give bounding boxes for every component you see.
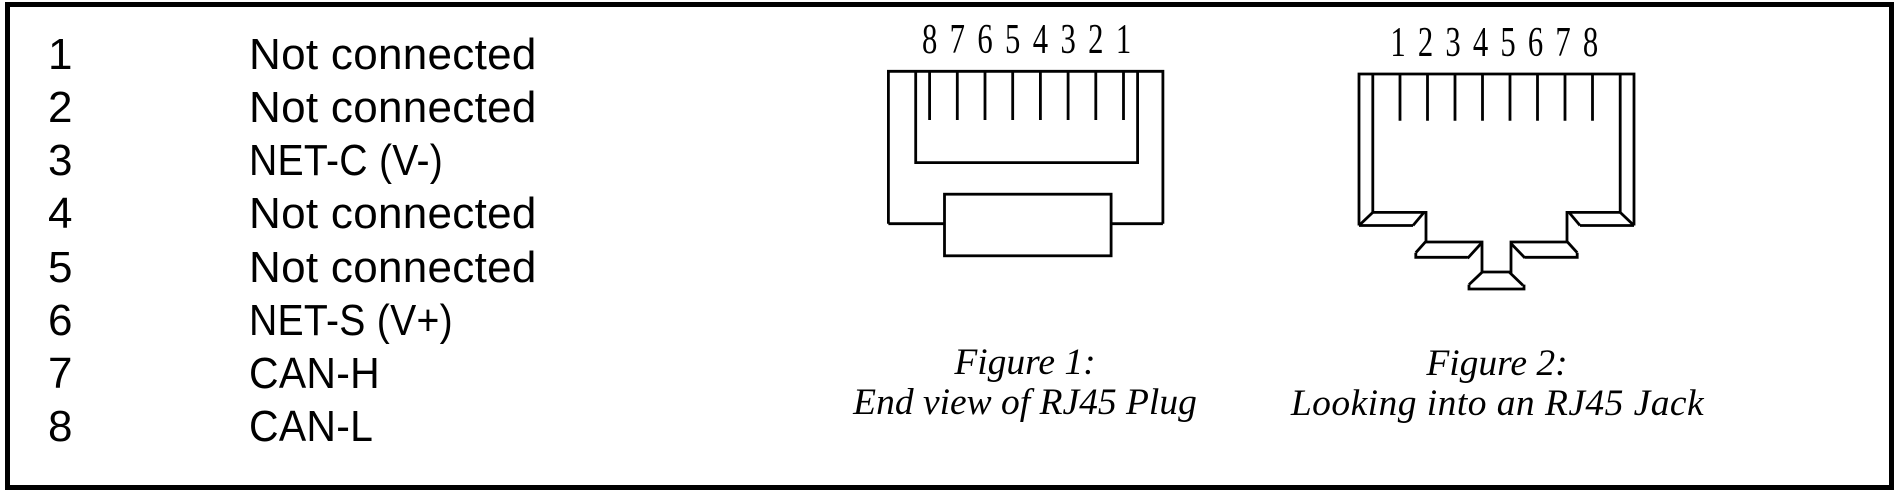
svg-text:Looking into an RJ45 Jack: Looking into an RJ45 Jack (1290, 383, 1705, 424)
svg-text:6: 6 (977, 15, 992, 62)
svg-text:8: 8 (922, 15, 937, 62)
svg-text:1: 1 (1116, 15, 1131, 62)
svg-text:4: 4 (1033, 15, 1048, 62)
svg-text:Figure 2:: Figure 2: (1425, 343, 1567, 384)
svg-text:1: 1 (1390, 18, 1405, 65)
svg-text:3: 3 (1060, 15, 1075, 62)
svg-text:2: 2 (1088, 15, 1103, 62)
svg-text:Figure 1:: Figure 1: (953, 342, 1095, 383)
svg-text:8: 8 (1583, 18, 1598, 65)
svg-text:7: 7 (1555, 18, 1570, 65)
svg-text:6: 6 (1528, 18, 1543, 65)
svg-text:5: 5 (1500, 18, 1515, 65)
svg-text:7: 7 (950, 15, 965, 62)
svg-text:End view of RJ45 Plug: End view of RJ45 Plug (852, 382, 1197, 423)
svg-text:4: 4 (1473, 18, 1488, 65)
svg-text:3: 3 (1445, 18, 1460, 65)
svg-text:2: 2 (1418, 18, 1433, 65)
svg-text:5: 5 (1005, 15, 1020, 62)
